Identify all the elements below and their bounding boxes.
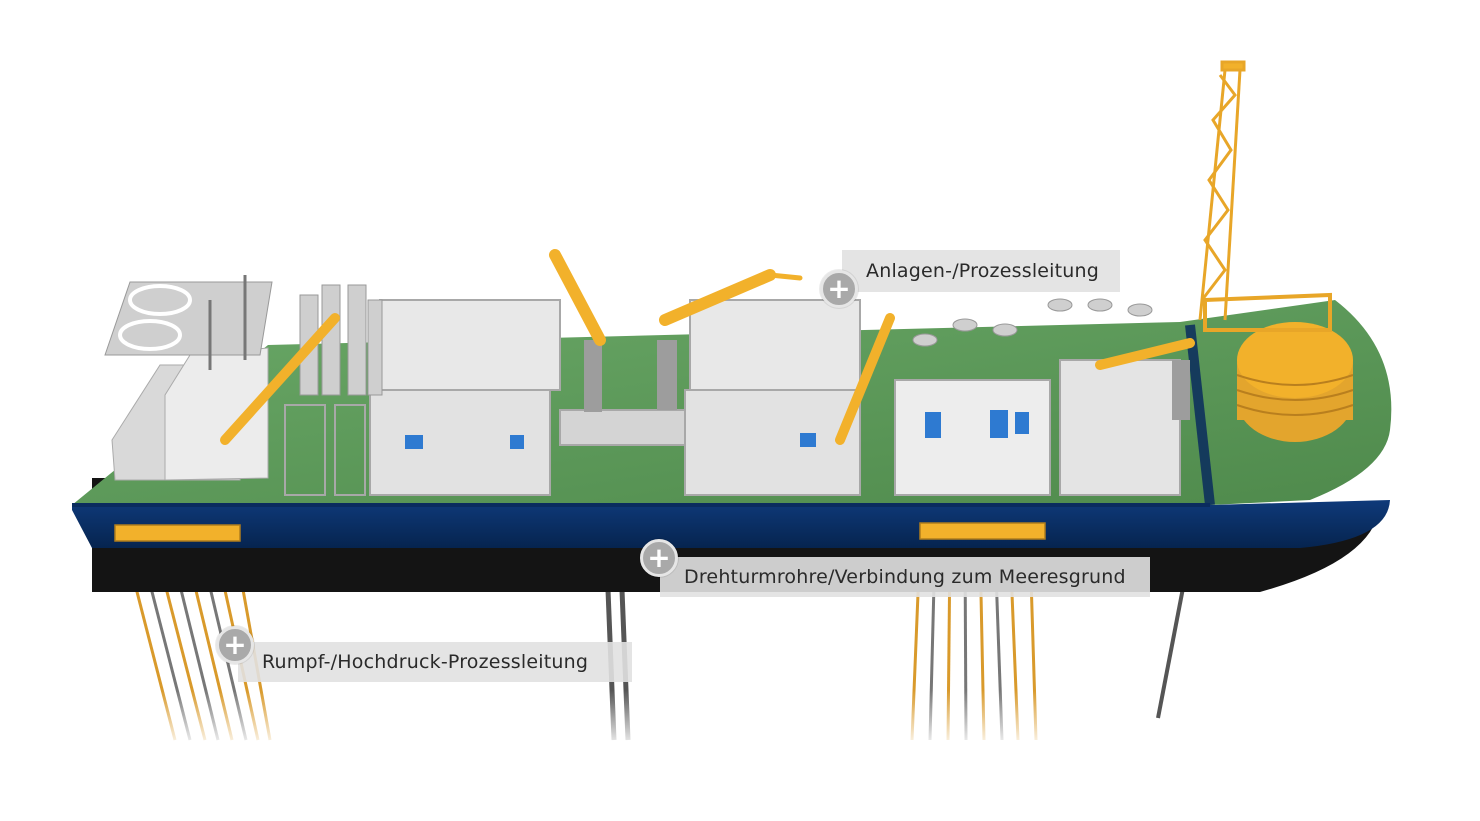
plus-icon[interactable]: + <box>216 626 254 664</box>
support-columns <box>584 340 1190 420</box>
hull-band <box>72 500 1390 548</box>
hotspot-plant-process-piping[interactable]: + Anlagen-/Prozessleitung <box>820 250 1120 308</box>
plus-icon[interactable]: + <box>640 539 678 577</box>
separator-vessels <box>299 284 1153 396</box>
blue-equipment <box>405 410 1029 449</box>
riser-balconies <box>114 522 1046 542</box>
plus-icon[interactable]: + <box>820 270 858 308</box>
hotspot-label[interactable]: Rumpf-/Hochdruck-Prozessleitung <box>238 642 632 682</box>
turret <box>1236 322 1354 442</box>
hotspot-label[interactable]: Anlagen-/Prozessleitung <box>842 250 1120 292</box>
hotspot-turret-risers[interactable]: + Drehturmrohre/Verbindung zum Meeresgru… <box>640 537 1150 597</box>
hotspot-label[interactable]: Drehturmrohre/Verbindung zum Meeresgrund <box>660 557 1150 597</box>
flare-tower <box>1198 60 1332 332</box>
accommodation-block <box>104 275 273 481</box>
process-modules <box>284 299 1181 496</box>
hotspot-hull-high-pressure-piping[interactable]: + Rumpf-/Hochdruck-Prozessleitung <box>216 624 632 682</box>
cranes <box>220 249 1195 445</box>
